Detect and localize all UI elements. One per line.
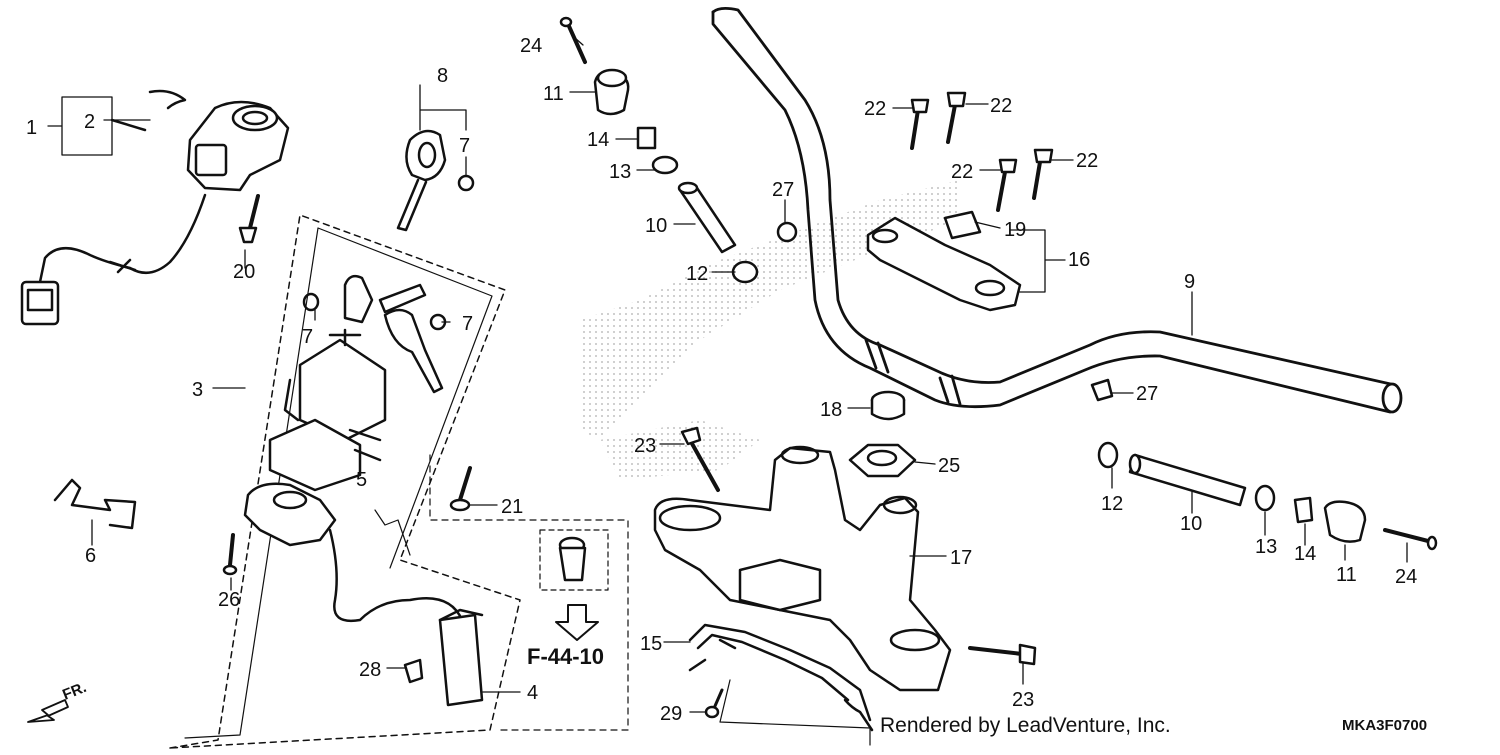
nut-25 (848, 443, 917, 478)
callout-13-b: 13 (1255, 536, 1277, 558)
callout-7-c: 7 (462, 313, 473, 335)
callout-10-a: 10 (645, 215, 667, 237)
callout-21: 21 (501, 496, 523, 518)
callout-22-b: 22 (990, 95, 1012, 117)
left-switch-assembly (20, 89, 290, 326)
watermark-logo (580, 180, 960, 480)
callout-7-a: 7 (459, 135, 470, 157)
callout-25: 25 (938, 455, 960, 477)
ignition-set-outline (169, 214, 521, 749)
handlebar-holder-16 (866, 210, 1022, 312)
callout-29: 29 (660, 703, 682, 725)
key-8 (396, 129, 447, 232)
callout-12-b: 12 (1101, 493, 1123, 515)
reference-arrow (555, 604, 599, 641)
screw-20 (238, 194, 260, 244)
reference-part-inset (558, 536, 587, 582)
callout-1: 1 (26, 117, 37, 139)
callout-10-b: 10 (1180, 513, 1202, 535)
callout-19: 19 (1004, 219, 1026, 241)
callout-4: 4 (527, 682, 538, 704)
screw-29 (704, 688, 724, 719)
cap-27 (1090, 378, 1114, 402)
bolt-23-lower (968, 643, 1037, 666)
callout-7-b: 7 (302, 326, 313, 348)
callout-22-c: 22 (951, 161, 973, 183)
callout-5: 5 (356, 469, 367, 491)
callout-13-a: 13 (609, 161, 631, 183)
callout-17: 17 (950, 547, 972, 569)
callout-27-b: 27 (1136, 383, 1158, 405)
bolt-26 (222, 533, 238, 576)
callout-labels: 1 2 3 4 5 6 7 7 7 8 9 10 10 11 11 12 12 … (26, 35, 1427, 737)
callout-11-a: 11 (543, 83, 564, 105)
callout-8: 8 (437, 65, 448, 87)
handlebar-9 (711, 7, 1403, 414)
top-bridge-17 (653, 445, 952, 692)
callout-12-a: 12 (686, 263, 708, 285)
callout-22-d: 22 (1076, 150, 1098, 172)
ignition-switch (268, 274, 444, 492)
callout-14-b: 14 (1294, 543, 1316, 565)
cap-18 (870, 390, 906, 421)
callout-22-a: 22 (864, 98, 886, 120)
front-arrow-icon (27, 699, 69, 723)
callout-15: 15 (640, 633, 662, 655)
clip-6 (53, 478, 137, 530)
lower-weight-stack (1097, 441, 1438, 551)
reference-label[interactable]: F-44-10 (527, 644, 604, 669)
credit-text: Rendered by LeadVenture, Inc. (880, 714, 1171, 737)
callout-6: 6 (85, 545, 96, 567)
callout-24-a: 24 (520, 35, 542, 57)
steering-lock-5 (243, 482, 484, 707)
callout-23-a: 23 (634, 435, 656, 457)
callout-9: 9 (1184, 271, 1195, 293)
direction-label: FR. (60, 679, 89, 704)
callout-11-b: 11 (1336, 564, 1357, 586)
callout-23-b: 23 (1012, 689, 1034, 711)
screw-21 (449, 466, 472, 512)
callout-2: 2 (84, 111, 95, 133)
wiring-bracket-15 (688, 623, 874, 732)
upper-weight-stack (559, 16, 759, 284)
callout-16: 16 (1068, 249, 1090, 271)
bolt-23-upper (680, 426, 720, 492)
plug-27 (776, 221, 798, 243)
callout-28: 28 (359, 659, 381, 681)
reference-inset (539, 529, 609, 591)
callout-24-b: 24 (1395, 566, 1417, 588)
callout-26: 26 (218, 589, 240, 611)
callout-14-a: 14 (587, 129, 609, 151)
callout-3: 3 (192, 379, 203, 401)
diagram-code: MKA3F0700 (1342, 717, 1427, 734)
leader-lines (47, 37, 1408, 713)
ignition-set-inner-outline (184, 227, 493, 739)
callout-20: 20 (233, 261, 255, 283)
clip-28 (403, 658, 424, 684)
callout-27-a: 27 (772, 179, 794, 201)
callout-18: 18 (820, 399, 842, 421)
